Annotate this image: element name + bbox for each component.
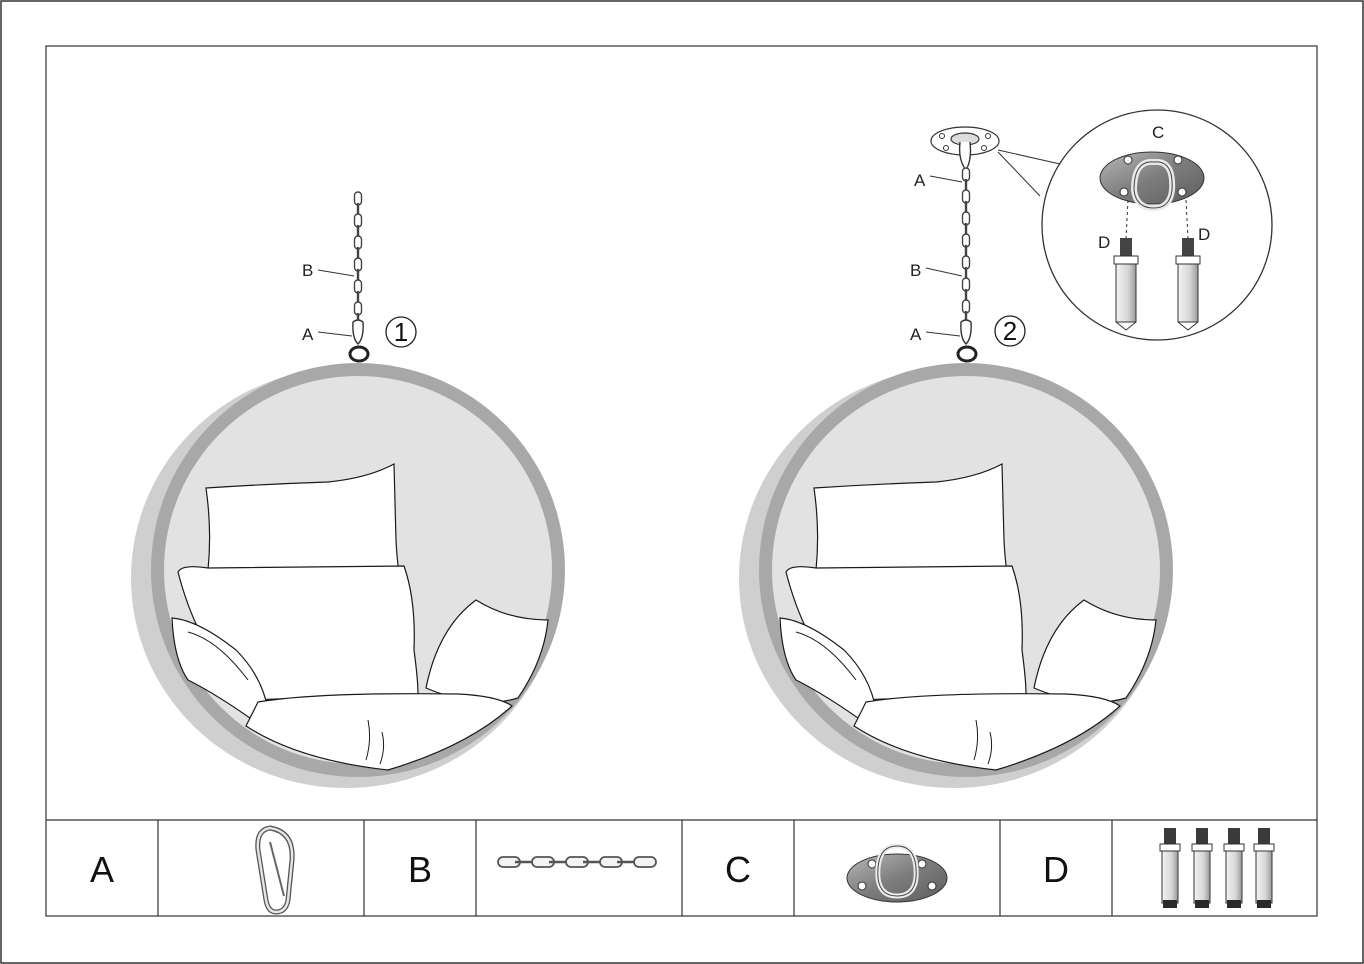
part-letter-c: C <box>725 849 751 890</box>
step-1-illustration: B A 1 <box>130 191 566 789</box>
carabiner-icon <box>255 825 295 915</box>
step-1-number: 1 <box>394 317 408 347</box>
part-letter-d: D <box>1043 849 1069 890</box>
part-letter-a: A <box>90 849 114 890</box>
label-d-right-detail: D <box>1198 225 1210 244</box>
label-a-step1: A <box>302 325 314 344</box>
chain-icon <box>497 856 657 868</box>
label-b-step2: B <box>910 261 921 280</box>
carabiner-bottom-step2 <box>960 319 972 345</box>
label-a-bottom-step2: A <box>910 325 922 344</box>
chain-b-step2 <box>961 167 971 324</box>
hanging-chair-1 <box>130 362 566 789</box>
expansion-bolt-left-detail <box>1113 238 1139 331</box>
step-2-illustration: A B A 2 C <box>738 109 1273 789</box>
parts-table: A B C D <box>46 819 1317 916</box>
detail-callout: C D D <box>1041 109 1273 341</box>
ring-step1 <box>348 345 370 363</box>
carabiner-step1 <box>352 319 364 345</box>
ring-step2 <box>956 345 978 363</box>
label-a-top-step2: A <box>914 171 926 190</box>
step-2-number: 2 <box>1003 316 1017 346</box>
part-letter-b: B <box>408 849 432 890</box>
label-b-step1: B <box>302 261 313 280</box>
expansion-bolt-right-detail <box>1175 238 1201 331</box>
carabiner-top-step2 <box>958 141 972 172</box>
chain-b-step1 <box>353 191 363 326</box>
label-d-left-detail: D <box>1098 233 1110 252</box>
ceiling-plate-icon <box>846 843 948 903</box>
label-c-detail: C <box>1152 123 1164 142</box>
expansion-bolts-icon <box>1159 828 1275 908</box>
step-1-marker <box>385 316 417 348</box>
ceiling-plate-detail <box>1099 151 1205 212</box>
step-2-marker <box>994 315 1026 347</box>
hanging-chair-2 <box>738 362 1174 789</box>
